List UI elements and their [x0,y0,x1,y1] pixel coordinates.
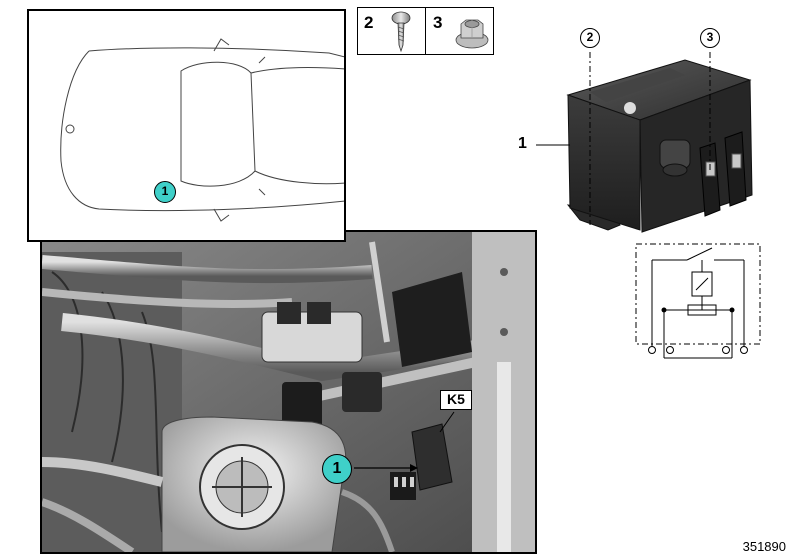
callout-3: 3 [700,28,720,48]
component-label-k5: K5 [440,390,472,410]
callout-2: 2 [580,28,600,48]
flange-nut-icon [455,19,489,49]
relay-location-marker: 1 [322,454,352,484]
diagram-id: 351890 [742,539,786,554]
part-number-1: 1 [518,135,527,152]
vehicle-location-inset: 1 [27,9,346,242]
engine-bay-drawing [42,232,535,552]
location-marker: 1 [154,181,176,203]
relay-schematic [632,240,768,368]
part-number-2: 2 [364,13,374,32]
engine-bay-view: 1 [40,230,537,554]
relay-illustration: 1 2 3 [510,20,790,240]
car-outline-drawing [60,38,344,222]
screw-icon [391,11,411,53]
parts-legend: 2 3 [357,7,494,55]
part-number-3: 3 [433,13,443,32]
